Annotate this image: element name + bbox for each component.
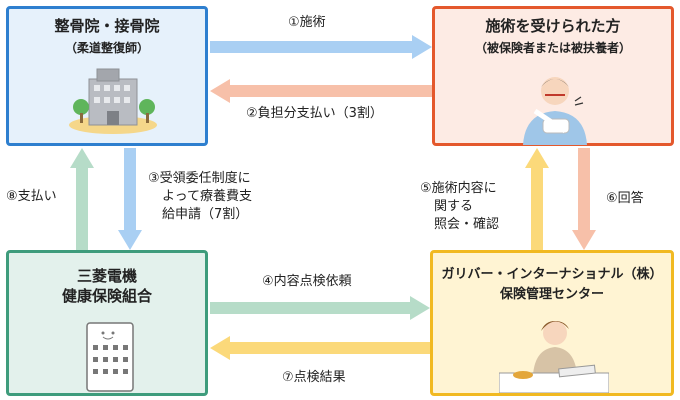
arrow-treatment — [210, 35, 432, 59]
patient-subtitle: （被保険者または被扶養者） — [474, 41, 631, 55]
label-step3-line3: 給申請（7割） — [162, 207, 249, 222]
clinic-subtitle: （柔道整復師） — [64, 41, 149, 55]
insurer-box: 三菱電機 健康保険組合 — [6, 250, 208, 396]
clinic-box: 整骨院・接骨院 （柔道整復師） — [6, 6, 208, 146]
center-box: ガリバー・インターナショナル（株） 保険管理センター — [430, 250, 674, 396]
arrow-answer — [572, 148, 596, 250]
office-building-icon — [86, 322, 134, 392]
arrow-inspection-request — [210, 296, 430, 320]
patient-title: 施術を受けられた方 — [485, 17, 621, 35]
patient-box: 施術を受けられた方 （被保険者または被扶養者） — [432, 6, 674, 146]
insurer-title-line1: 三菱電機 — [76, 267, 137, 285]
arrow-inquiry — [525, 148, 549, 250]
center-title-line1: ガリバー・インターナショナル（株） — [441, 267, 663, 282]
clinic-title: 整骨院・接骨院 — [54, 17, 160, 35]
arrow-copayment — [210, 79, 432, 103]
injured-person-icon — [523, 77, 587, 145]
label-step5-line2: 関する — [434, 199, 474, 214]
label-step3-line1: ③受領委任制度に — [148, 171, 251, 186]
label-step3-line2: よって療養費支 — [162, 189, 252, 204]
label-step1: ①施術 — [288, 15, 326, 30]
center-title-line2: 保険管理センター — [499, 287, 604, 302]
label-step7: ⑦点検結果 — [282, 370, 346, 385]
label-step5-line1: ⑤施術内容に — [420, 181, 497, 196]
insurer-title-line2: 健康保険組合 — [61, 287, 152, 305]
arrow-inspection-result — [210, 336, 430, 360]
label-step6: ⑥回答 — [606, 191, 644, 206]
label-step5-line3: 照会・確認 — [434, 217, 500, 232]
label-step8: ⑧支払い — [6, 189, 57, 204]
clinic-building-icon — [69, 68, 157, 134]
office-worker-icon — [499, 321, 609, 393]
arrow-payment — [70, 148, 94, 250]
label-step2: ②負担分支払い（3割） — [246, 106, 383, 121]
arrow-claim — [118, 148, 142, 250]
label-step4: ④内容点検依頼 — [262, 274, 352, 289]
